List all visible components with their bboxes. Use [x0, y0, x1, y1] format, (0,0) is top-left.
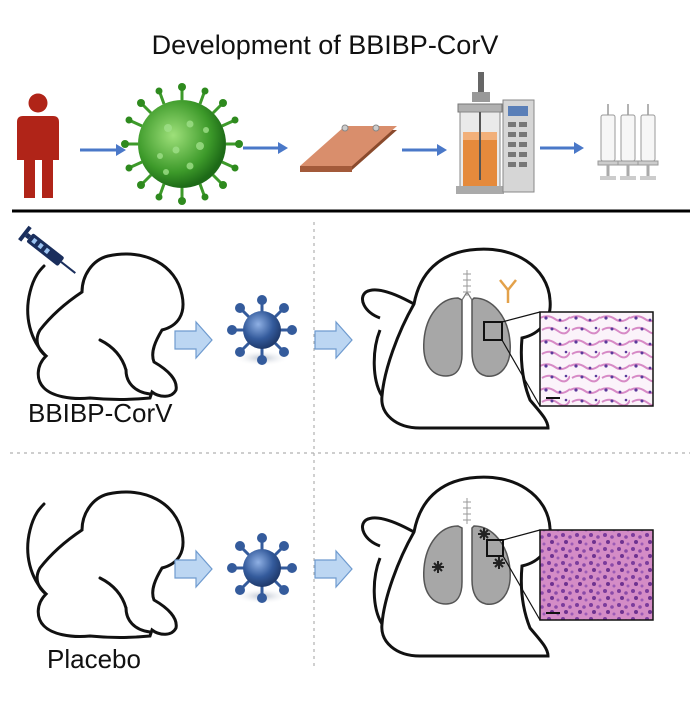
challenge-arrow-2a [174, 549, 213, 589]
vaccine-group-label: BBIBP-CorV [28, 398, 173, 428]
lungs-icon [423, 498, 511, 605]
injection-syringe-icon [18, 225, 76, 274]
zoom-lines [502, 529, 541, 621]
macaque-lungs-diagram [361, 475, 552, 658]
pipeline-arrow-3 [402, 144, 447, 156]
challenge-arrow-1b [314, 320, 353, 360]
lungs-icon [423, 270, 511, 377]
pipeline-arrow-4 [540, 142, 584, 154]
zoom-lines [501, 311, 541, 407]
bioreactor-icon [456, 72, 535, 194]
pipeline-arrow-2 [243, 142, 288, 154]
histology-image [539, 311, 654, 407]
histology-image [539, 529, 654, 621]
pipeline-arrow-1 [80, 144, 126, 156]
vaccine-vials-icon [597, 104, 659, 180]
virus-challenge-icon [227, 295, 297, 366]
figure-title: Development of BBIBP-CorV [151, 30, 499, 60]
placebo-group-label: Placebo [47, 644, 141, 674]
challenge-arrow-2b [314, 549, 353, 589]
cell-culture-plate-icon [300, 124, 397, 172]
antibody-icon [499, 279, 517, 303]
macaque-icon [26, 252, 185, 401]
virus-icon [121, 83, 243, 205]
macaque-icon [26, 490, 185, 639]
virus-challenge-icon [227, 533, 297, 604]
person-icon [17, 93, 59, 198]
challenge-arrow-1a [174, 320, 213, 360]
lesion-icon [432, 528, 505, 573]
